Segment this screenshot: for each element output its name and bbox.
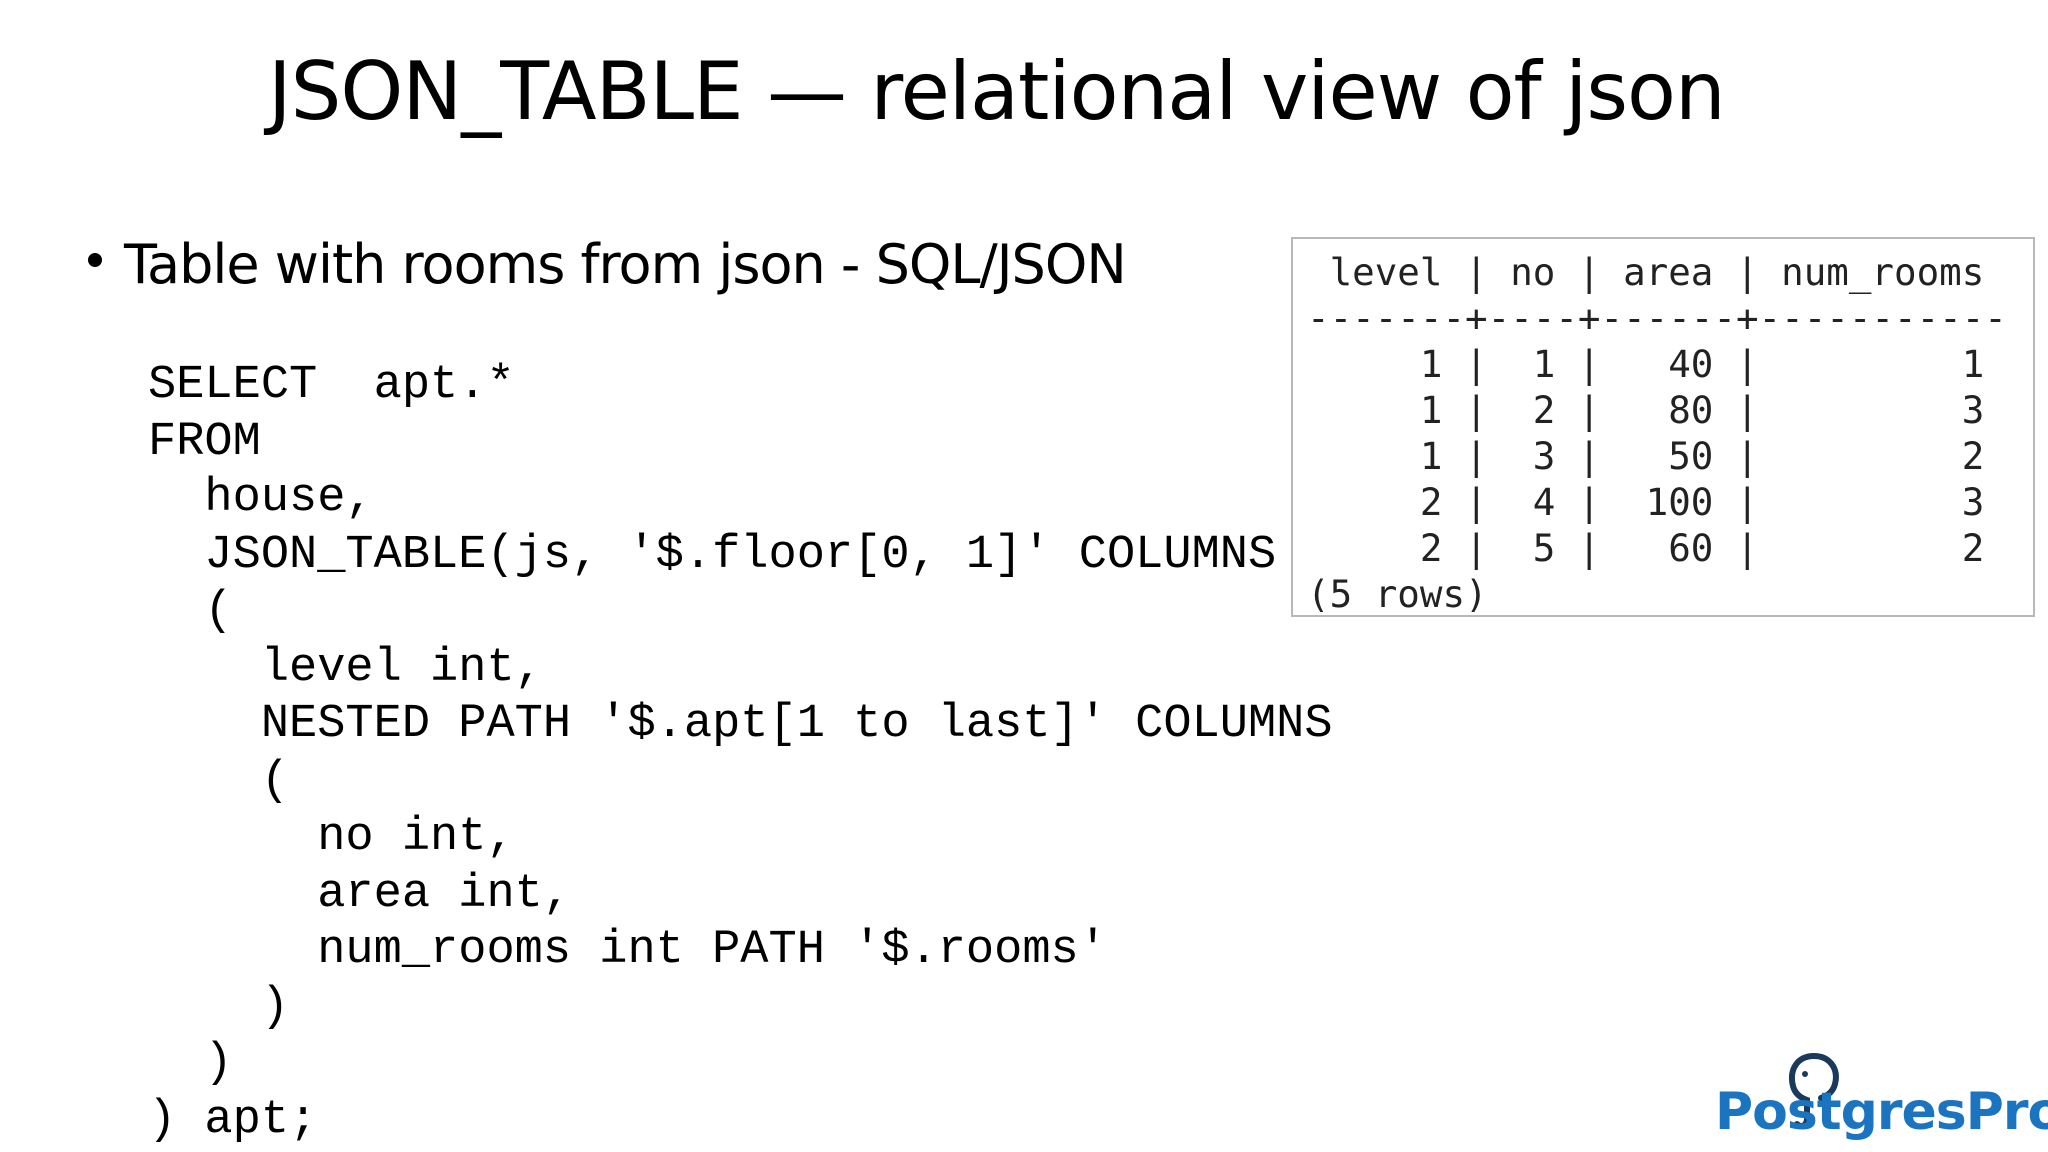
query-result-panel: level | no | area | num_rooms-------+---… [1291,237,2035,617]
code-line: NESTED PATH '$.apt[1 to last]' COLUMNS [148,698,1333,751]
code-line: ) [148,1037,233,1090]
slide-title: JSON_TABLE — relational view of json [268,45,1726,138]
postgrespro-logo: PostgresPro [1715,1048,2048,1148]
sql-code-block: SELECT apt.*FROM house, JSON_TABLE(js, '… [148,358,1333,1149]
code-line: ) apt; [148,1093,318,1147]
code-line: SELECT apt.* [148,359,515,412]
code-line: num_rooms int PATH '$.rooms' [148,924,1107,977]
result-row: 2 | 4 | 100 | 3 [1307,480,1985,524]
bullet-text: Table with rooms from json - SQL/JSON [124,233,1127,296]
result-row: 1 | 2 | 80 | 3 [1307,388,1985,432]
result-row: 1 | 1 | 40 | 1 [1307,342,1985,386]
result-separator: -------+----+------+----------- [1307,296,2007,340]
code-line: ( [148,585,233,638]
elephant-icon [1789,1053,1839,1129]
logo-text: PostgresPro [1715,1082,2048,1142]
result-footer: (5 rows) [1307,572,1488,616]
code-line: no int, [148,811,515,864]
code-line: house, [148,472,374,525]
bullet-dot [88,253,102,267]
code-line: ( [148,754,290,808]
code-line: FROM [148,415,261,469]
result-row: 2 | 5 | 60 | 2 [1307,526,1985,570]
code-line: level int, [148,641,543,695]
result-header: level | no | area | num_rooms [1307,250,1985,294]
code-line: area int, [148,867,572,921]
result-row: 1 | 3 | 50 | 2 [1307,434,1985,478]
query-result-table: level | no | area | num_rooms-------+---… [1307,249,2007,617]
code-line: ) [148,980,290,1034]
code-line: JSON_TABLE(js, '$.floor[0, 1]' COLUMNS [148,528,1277,582]
bullet-item: Table with rooms from json - SQL/JSON [88,233,1127,296]
